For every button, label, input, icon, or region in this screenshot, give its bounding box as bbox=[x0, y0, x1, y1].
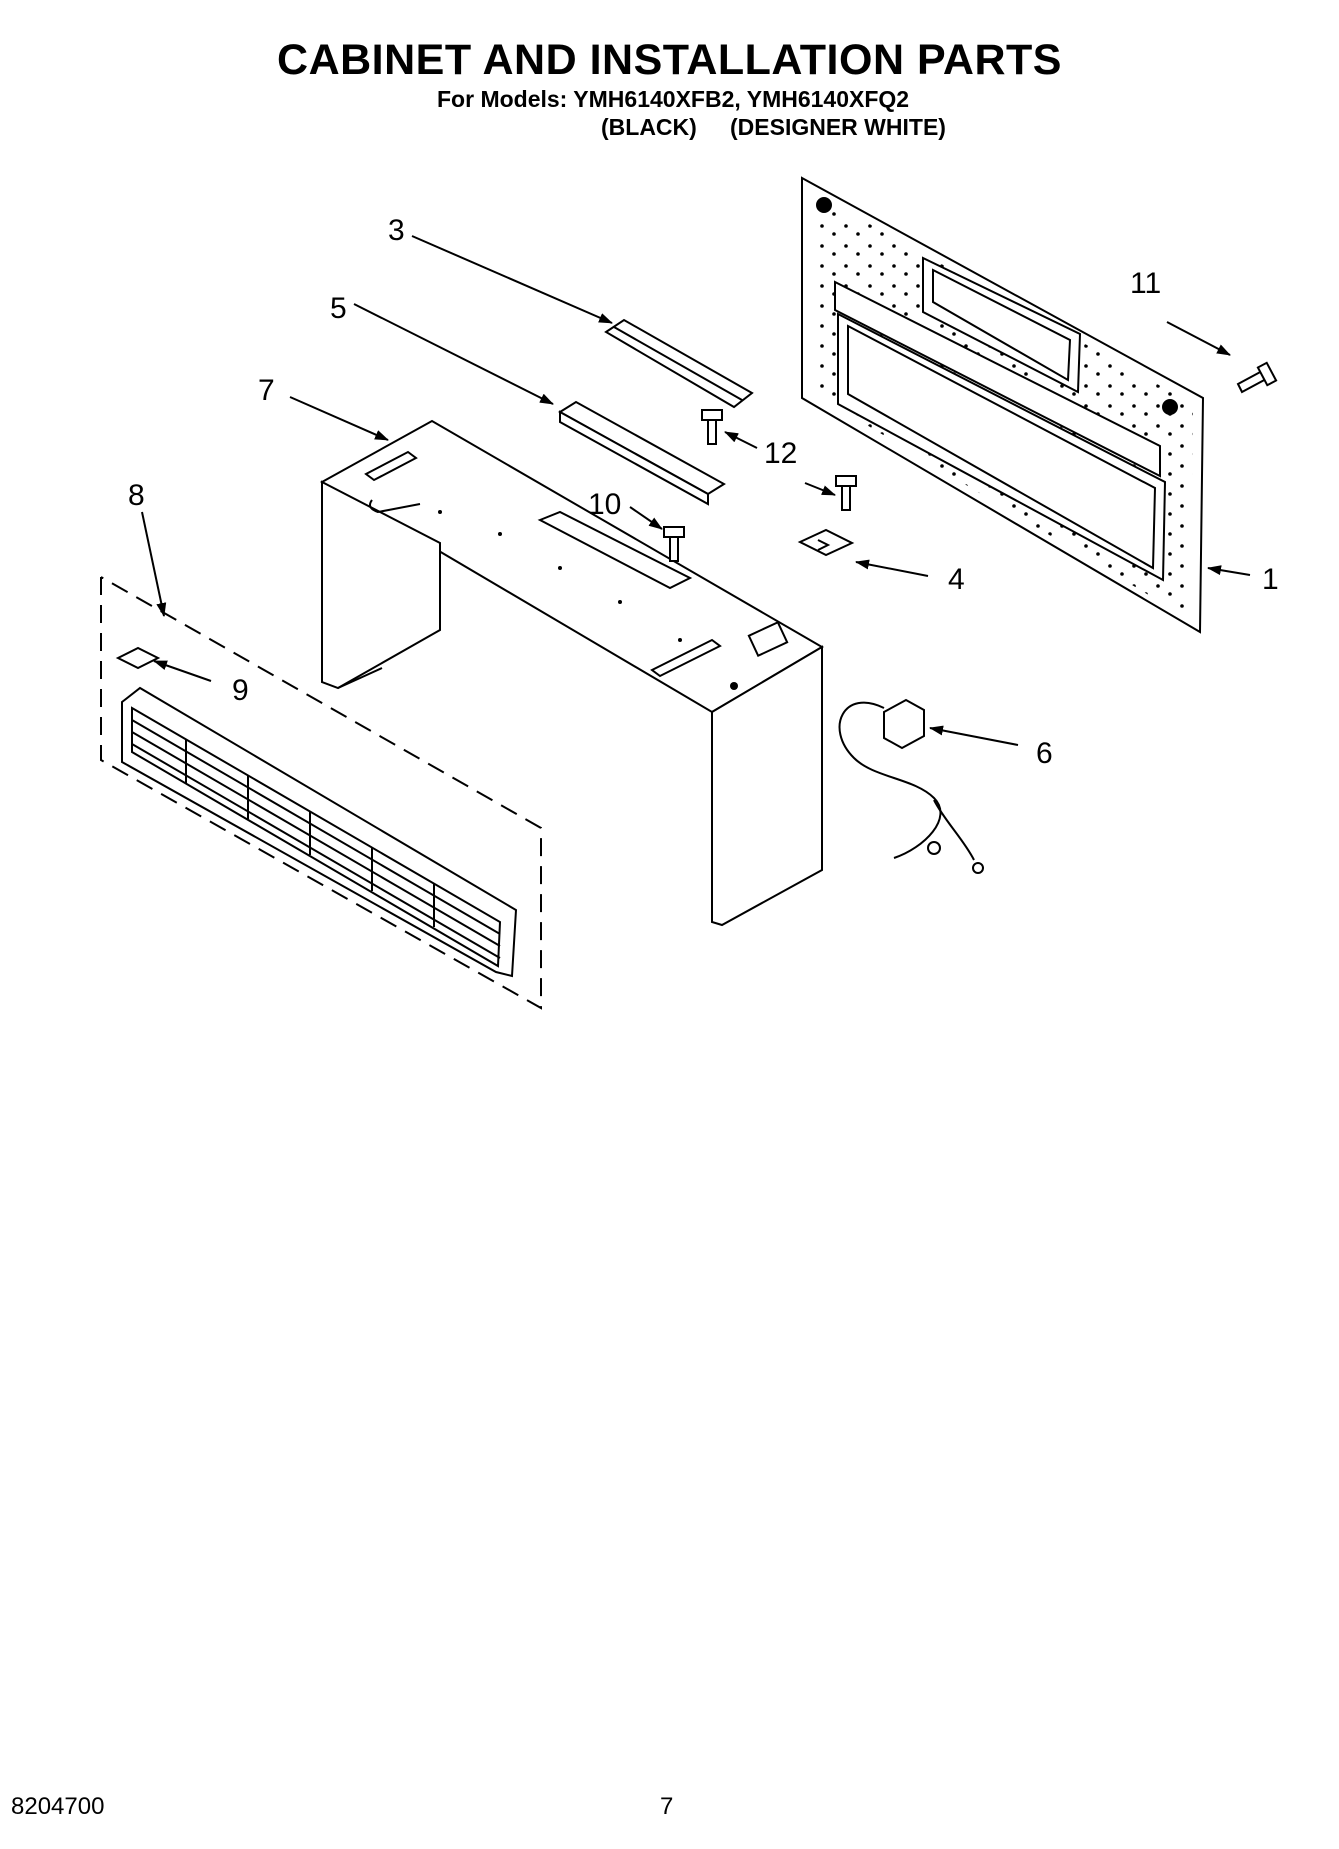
callout-3: 3 bbox=[388, 214, 405, 247]
callout-11: 11 bbox=[1130, 267, 1161, 300]
callout-leader-lines bbox=[141, 235, 1251, 746]
callout-9: 9 bbox=[232, 674, 249, 707]
power-cord-part-6 bbox=[838, 698, 984, 874]
clip-part-4 bbox=[797, 528, 855, 557]
cabinet-part-7 bbox=[319, 419, 824, 927]
screw-part-11 bbox=[1236, 361, 1278, 394]
screw-part-10 bbox=[663, 526, 685, 562]
callout-4: 4 bbox=[948, 563, 965, 596]
callout-7: 7 bbox=[258, 374, 275, 407]
callout-12: 12 bbox=[764, 437, 797, 470]
doc-number: 8204700 bbox=[11, 1793, 105, 1820]
screw-part-12-upper bbox=[701, 409, 723, 445]
callout-6: 6 bbox=[1036, 737, 1053, 770]
page-number: 7 bbox=[660, 1793, 674, 1820]
mounting-plate-part-1 bbox=[801, 176, 1205, 634]
clip-part-9 bbox=[115, 646, 161, 670]
callout-1: 1 bbox=[1262, 563, 1279, 596]
models-line: For Models: YMH6140XFB2, YMH6140XFQ2 bbox=[437, 86, 910, 112]
callout-8: 8 bbox=[128, 479, 145, 512]
screw-part-12-lower bbox=[835, 475, 857, 511]
bracket-part-3 bbox=[604, 318, 754, 409]
variant-designer-white: (DESIGNER WHITE) bbox=[730, 114, 946, 140]
variant-black: (BLACK) bbox=[601, 114, 697, 140]
channel-part-5 bbox=[558, 400, 726, 506]
page-title: CABINET AND INSTALLATION PARTS bbox=[277, 36, 1062, 84]
grille-assembly-part-8 bbox=[100, 576, 542, 1010]
callout-5: 5 bbox=[330, 292, 347, 325]
callout-10: 10 bbox=[588, 488, 621, 521]
